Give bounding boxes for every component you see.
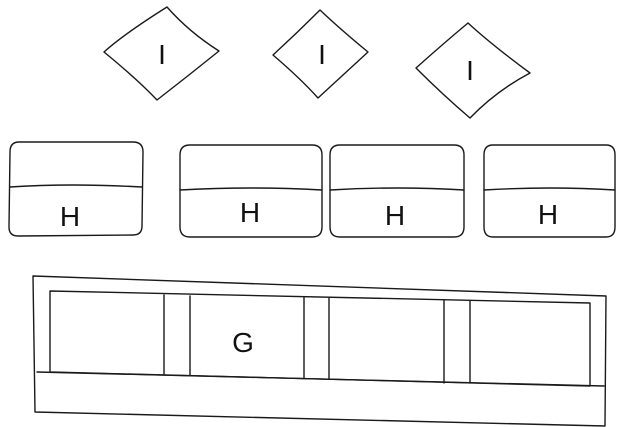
diamond-shape-1: I — [103, 6, 220, 101]
tray-shape: G — [32, 275, 607, 427]
tray-label: G — [232, 327, 254, 358]
diamond-3-label: I — [466, 55, 474, 86]
card-shape-4: H — [483, 144, 616, 238]
card-4-label: H — [538, 199, 558, 230]
card-shape-1: H — [8, 141, 144, 237]
diamond-2-label: I — [318, 39, 326, 70]
card-2-label: H — [240, 197, 260, 228]
diamond-shape-2: I — [272, 9, 369, 99]
card-shape-2: H — [179, 144, 323, 238]
diamond-shape-3: I — [415, 22, 531, 119]
card-shape-3: H — [329, 144, 465, 238]
card-1-label: H — [60, 201, 80, 232]
card-3-label: H — [385, 200, 405, 231]
diamond-1-label: I — [158, 39, 166, 70]
